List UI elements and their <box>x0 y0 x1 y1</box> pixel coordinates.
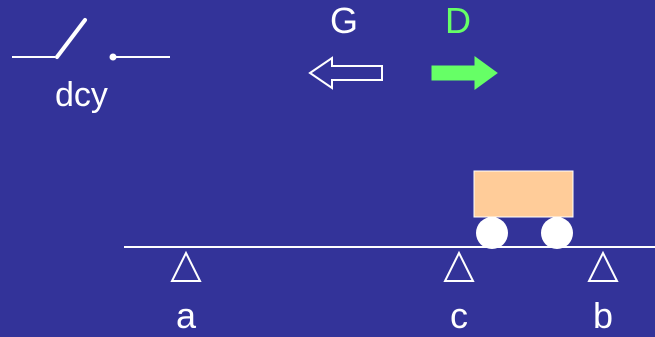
switch-blade <box>55 18 87 59</box>
switch-symbol <box>12 18 170 61</box>
point-label-a: a <box>175 295 197 336</box>
sensor-b-icon <box>587 250 619 282</box>
cart-wheel-right <box>541 217 573 249</box>
arrow-right-icon <box>431 56 498 90</box>
switch-label: dcy <box>55 76 108 114</box>
sensor-a-icon <box>170 250 202 282</box>
cart <box>473 170 574 249</box>
point-label-c: c <box>450 295 468 336</box>
arrow-left-icon <box>308 56 383 90</box>
point-label-b: b <box>592 295 614 336</box>
direction-right-label: D <box>445 0 471 41</box>
cart-body <box>473 170 574 218</box>
sensor-c-icon <box>443 250 475 282</box>
direction-left-label: G <box>330 0 359 41</box>
cart-wheel-left <box>476 217 508 249</box>
